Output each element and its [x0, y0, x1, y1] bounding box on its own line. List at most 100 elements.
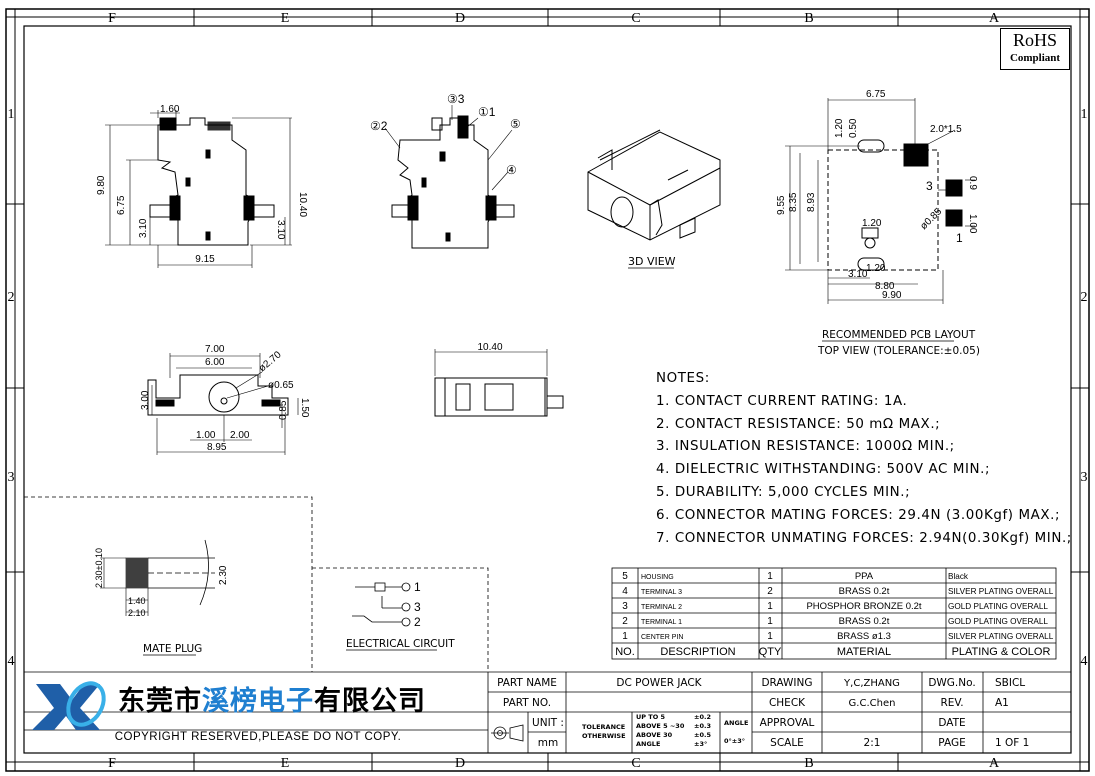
- bom-header-qty: QTY: [759, 646, 782, 658]
- bom-cell-finish: Black: [948, 572, 969, 581]
- bom-cell-no: 4: [622, 586, 628, 597]
- tb-value: A1: [995, 697, 1009, 709]
- tol-range: ABOVE 5 ~30: [636, 722, 685, 730]
- col-letter: F: [108, 11, 116, 26]
- row-numbers-right: 1 2 3 4: [1081, 107, 1088, 669]
- tolerance-block: TOLERANCE OTHERWISE UP TO 5 ABOVE 5 ~30 …: [582, 713, 748, 748]
- tb-value: mm: [538, 737, 558, 749]
- tb-label: DATE: [938, 717, 965, 729]
- bom-cell-qty: 2: [767, 586, 773, 597]
- circuit-label: ELECTRICAL CIRCUIT: [346, 638, 455, 650]
- sheet-border: [5, 8, 1090, 772]
- tb-label: UNIT :: [532, 717, 564, 729]
- note-item: 4. DIELECTRIC WITHSTANDING: 500V AC MIN.…: [656, 462, 991, 478]
- bom-header-material: MATERIAL: [837, 646, 891, 658]
- rohs-stamp: RoHS Compliant: [1000, 28, 1070, 70]
- callout-label: ④: [506, 163, 517, 177]
- dim-label: 2.30: [218, 565, 229, 585]
- note-item: 1. CONTACT CURRENT RATING: 1A.: [656, 393, 908, 409]
- dim-label: 6.00: [205, 357, 225, 368]
- bom-cell-material: BRASS 0.2t: [839, 586, 890, 597]
- tol-range: ANGLE: [636, 740, 660, 748]
- tol-range: UP TO 5: [636, 713, 666, 721]
- tb-label: PAGE: [938, 737, 965, 749]
- tb-label: DRAWING: [761, 677, 812, 689]
- bom-cell-finish: GOLD PLATING OVERALL: [948, 602, 1048, 611]
- tol-range: ABOVE 30: [636, 731, 673, 739]
- tol-value: ±0.2: [694, 713, 711, 721]
- dim-label: 1.00: [196, 430, 216, 441]
- note-item: 3. INSULATION RESISTANCE: 1000Ω MIN.;: [656, 439, 955, 455]
- dim-label: 7.00: [205, 344, 225, 355]
- iso-3d-view: [587, 129, 721, 241]
- dim-label: 6.75: [866, 89, 886, 100]
- row-number: 2: [8, 290, 15, 305]
- callout-label: ①1: [478, 105, 496, 119]
- bom-header-desc: DESCRIPTION: [660, 646, 735, 658]
- pin-callouts: ②2 ③3 ①1 ⑤ ④: [370, 92, 521, 177]
- dim-label: 8.35: [788, 192, 799, 212]
- pin-callout-view: [384, 105, 515, 249]
- bom-header-finish: PLATING & COLOR: [952, 646, 1051, 658]
- dim-label: ø2.70: [257, 349, 284, 374]
- bom-cell-desc: TERMINAL 2: [641, 604, 682, 611]
- dim-label: 1.00: [967, 214, 978, 234]
- dim-label: 1.50: [299, 398, 310, 418]
- angle-value: 0°±3°: [724, 737, 745, 745]
- company-name-part: 有限公司: [314, 686, 426, 717]
- dim-label: 10.40: [477, 342, 502, 353]
- note-item: 7. CONNECTOR UNMATING FORCES: 2.94N(0.30…: [656, 530, 1072, 546]
- callout-label: ②2: [370, 119, 388, 133]
- pcb-layout-subtitle: TOP VIEW (TOLERANCE:±0.05): [817, 345, 980, 357]
- tb-value: 2:1: [864, 737, 881, 749]
- dim-label: ø0.65: [268, 380, 294, 391]
- tb-value: SBICL: [995, 677, 1025, 689]
- bom-cell-no: 3: [622, 601, 628, 612]
- side-view: [105, 110, 292, 268]
- bom-cell-material: BRASS ø1.3: [837, 631, 891, 642]
- bom-cell-desc: CENTER PIN: [641, 634, 683, 641]
- front-view: [147, 353, 299, 455]
- pcb-layout-title: RECOMMENDED PCB LAYOUT: [822, 329, 976, 341]
- col-letter: B: [804, 756, 813, 771]
- row-number: 3: [1081, 470, 1088, 485]
- side-view-dims: 1.60 9.80 6.75 3.10 10.40 3.10 9.15: [96, 104, 308, 265]
- dim-label: 2.10: [128, 608, 146, 618]
- callout-label: ⑤: [510, 117, 521, 131]
- tb-label: PART NAME: [497, 677, 557, 689]
- company-name-part: 东莞市: [118, 686, 202, 717]
- mate-plug-panel: [24, 496, 313, 672]
- col-letter: B: [804, 11, 813, 26]
- mate-plug-label: MATE PLUG: [143, 643, 202, 655]
- bom-cell-material: BRASS 0.2t: [839, 616, 890, 627]
- title-block-labels: PART NAME PART NO. DC POWER JACK UNIT : …: [497, 677, 1029, 749]
- tol-value: ±0.5: [694, 731, 711, 739]
- dim-label: 1.60: [160, 104, 180, 115]
- notes-title: NOTES:: [656, 371, 710, 386]
- dim-label: 1.20: [862, 218, 882, 229]
- dim-label: 2.0*1.5: [930, 124, 962, 135]
- circuit-labels: 1 3 2 ELECTRICAL CIRCUIT: [346, 580, 455, 651]
- tb-label: PART NO.: [503, 697, 551, 709]
- row-number: 1: [8, 107, 15, 122]
- row-number: 4: [8, 654, 15, 669]
- col-letter: D: [455, 11, 465, 26]
- row-numbers-left: 1 2 3 4: [8, 107, 15, 669]
- tb-value: 1 OF 1: [995, 737, 1029, 749]
- bom-cell-desc: HOUSING: [641, 574, 674, 581]
- bom-header: NO. DESCRIPTION QTY MATERIAL PLATING & C…: [615, 646, 1050, 658]
- tol-label: TOLERANCE: [582, 723, 625, 731]
- dim-label: 3.00: [140, 390, 151, 410]
- copyright-text: COPYRIGHT RESERVED,PLEASE DO NOT COPY.: [114, 731, 402, 743]
- bom-cell-qty: 1: [767, 571, 773, 582]
- bottom-view: [434, 349, 564, 417]
- bom-cell-no: 1: [622, 631, 628, 642]
- note-item: 5. DURABILITY: 5,000 CYCLES MIN.;: [656, 484, 911, 500]
- bom-cell-desc: TERMINAL 1: [641, 619, 682, 626]
- dim-label: 0.85: [278, 400, 289, 420]
- view-3d-label: 3D VIEW: [628, 255, 676, 268]
- projection-symbol: [491, 724, 524, 742]
- dim-label: 10.40: [297, 192, 308, 217]
- tb-label: SCALE: [770, 737, 804, 749]
- bom-cell-qty: 1: [767, 631, 773, 642]
